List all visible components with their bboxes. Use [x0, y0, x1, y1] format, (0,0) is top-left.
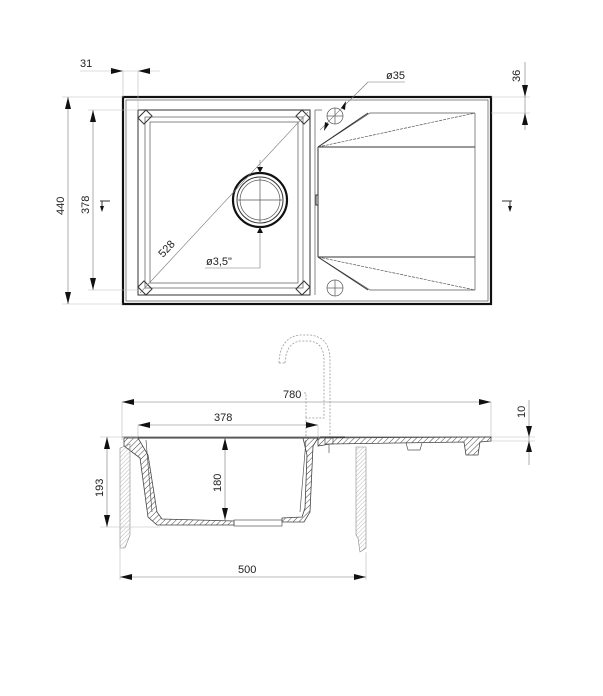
dim-label-10: 10 [516, 406, 528, 418]
section-marker-right [502, 200, 512, 212]
dim-overall-depth: 440 [55, 96, 123, 305]
dim-overall-width: 780 [121, 389, 492, 440]
dim-label-36: 36 [511, 70, 523, 82]
dim-label-31: 31 [80, 58, 92, 70]
drainer [314, 109, 476, 295]
dim-label-440: 440 [55, 197, 67, 215]
overflow-hole [326, 279, 344, 297]
dim-label-378-top: 378 [80, 196, 92, 214]
top-view: 31 36 ø35 440 378 [55, 58, 530, 306]
dim-label-528: 528 [156, 238, 177, 260]
dim-cabinet-width: 500 [119, 548, 367, 580]
dim-bowl-height: 180 [212, 438, 228, 520]
dim-total-height: 193 [94, 436, 160, 528]
tap-hole [319, 81, 405, 131]
dim-flange-offset: 31 [80, 58, 160, 110]
side-view: 780 378 10 [94, 334, 535, 580]
drainer-section [317, 436, 492, 456]
dim-label-780: 780 [283, 389, 301, 401]
dim-label-500: 500 [238, 564, 256, 576]
diagonal-dimension-line [139, 111, 309, 294]
bowl [137, 109, 311, 296]
dim-tap-offset: 36 [491, 62, 530, 130]
dim-label-180: 180 [212, 474, 224, 492]
section-marker-left [100, 200, 110, 212]
sink-outline [121, 95, 493, 306]
drain [205, 160, 289, 269]
dim-label-drain: ø3,5" [206, 256, 232, 268]
faucet-outline [278, 334, 331, 438]
dim-rim-thickness: 10 [491, 400, 535, 465]
dim-label-tap-hole: ø35 [386, 70, 405, 82]
dim-label-378-side: 378 [214, 412, 232, 424]
cabinet-panels [119, 443, 367, 553]
bowl-section [123, 437, 319, 527]
dim-bowl-width: 378 [137, 412, 319, 440]
dim-bowl-depth: 378 [80, 109, 138, 291]
dim-label-193: 193 [94, 479, 106, 497]
